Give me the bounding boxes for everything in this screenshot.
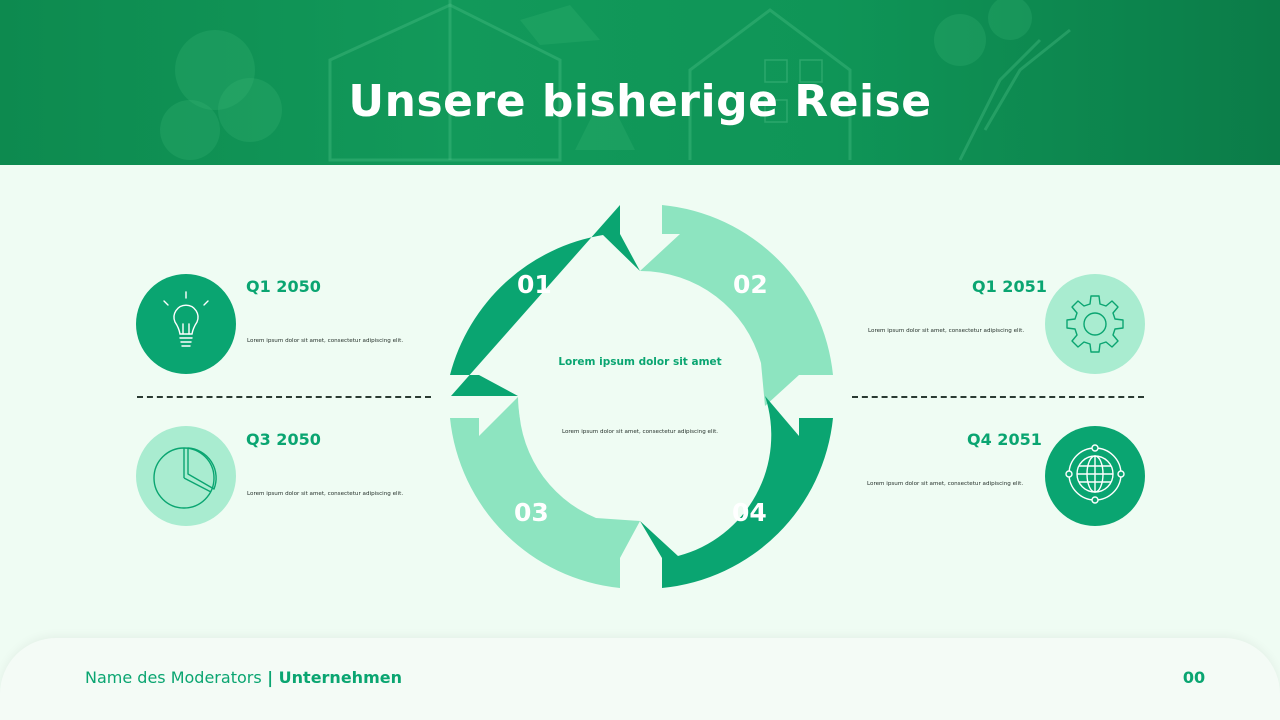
lightbulb-icon-circle <box>136 274 236 374</box>
cycle-segment-01 <box>450 205 640 396</box>
cycle-center-disc <box>518 274 762 518</box>
cycle-diagram <box>450 205 833 588</box>
footer-separator: | <box>261 668 279 687</box>
company-name: Unternehmen <box>278 668 402 687</box>
cycle-step-02: 02 <box>733 270 768 299</box>
cycle-segment-04 <box>640 396 833 588</box>
page-number: 00 <box>1182 668 1206 687</box>
divider-right <box>852 396 1144 398</box>
footer-bar <box>0 638 1280 720</box>
milestone-label-q3-2050: Q3 2050 <box>246 430 321 449</box>
pie-chart-icon <box>153 447 217 509</box>
cycle-step-03: 03 <box>514 498 549 527</box>
banner-decoration <box>160 0 1071 162</box>
cycle-center-title: Lorem ipsum dolor sit amet <box>558 356 722 368</box>
moderator-name: Name des Moderators <box>85 668 262 687</box>
milestone-label-q4-2051: Q4 2051 <box>967 430 1042 449</box>
cycle-step-04: 04 <box>732 498 767 527</box>
milestone-text-q1-2051: Lorem ipsum dolor sit amet, consectetur … <box>868 328 1025 334</box>
pie-chart-icon-circle <box>136 426 236 526</box>
cycle-segment-02 <box>640 205 833 406</box>
globe-icon-circle <box>1045 426 1145 526</box>
milestone-label-q1-2050: Q1 2050 <box>246 277 321 296</box>
milestone-text-q1-2050: Lorem ipsum dolor sit amet, consectetur … <box>247 338 404 344</box>
milestone-label-q1-2051: Q1 2051 <box>972 277 1047 296</box>
footer-presenter: Name des Moderators | Unternehmen <box>85 668 402 687</box>
milestone-text-q4-2051: Lorem ipsum dolor sit amet, consectetur … <box>867 481 1024 487</box>
cycle-step-01: 01 <box>517 270 552 299</box>
cycle-center-text: Lorem ipsum dolor sit amet, consectetur … <box>561 429 719 435</box>
header-banner <box>0 0 1280 165</box>
milestone-text-q3-2050: Lorem ipsum dolor sit amet, consectetur … <box>247 491 404 497</box>
gear-icon <box>1066 295 1124 353</box>
gear-icon-circle <box>1045 274 1145 374</box>
cycle-segment-03 <box>450 396 640 588</box>
lightbulb-icon <box>163 291 209 347</box>
divider-left <box>137 396 431 398</box>
page-title: Unsere bisherige Reise <box>348 76 932 127</box>
globe-icon <box>1065 444 1125 504</box>
